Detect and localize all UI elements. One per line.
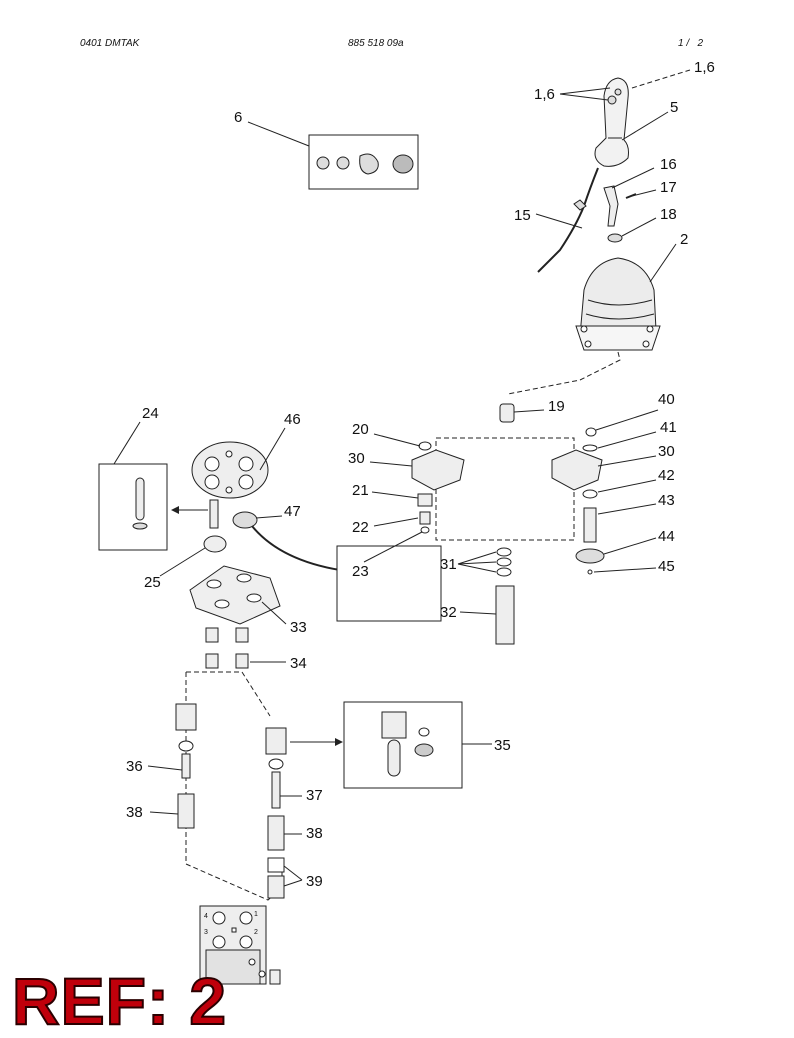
callout-19: 19 [548,398,565,415]
doc-code: 0401 DMTAK [80,38,140,49]
leader-lines [113,87,677,887]
ref-label: REF: 2 [11,964,228,1038]
callout-21: 21 [352,482,369,499]
callout-23: 23 [352,563,369,580]
ring-20 [418,441,432,451]
callout-44: 44 [658,528,675,545]
callout-35: 35 [494,737,511,754]
assembly-frame [435,437,575,541]
callout-5: 5 [670,99,678,116]
callout-6: 6 [234,109,242,126]
callout-39: 39 [306,873,323,890]
callout-36: 36 [126,758,143,775]
port-mark-3: 3 [204,929,208,936]
callout-42: 42 [658,467,675,484]
pin-19 [499,403,515,423]
callout-25: 25 [144,574,161,591]
nut-18 [607,233,623,243]
callout-30-right: 30 [658,443,675,460]
callout-43: 43 [658,492,675,509]
callout-37: 37 [306,787,323,804]
joystick-handle [594,77,629,167]
valve-housing [199,905,281,985]
bushings-34 [205,627,249,669]
bushing-25 [203,535,227,553]
callout-2: 2 [680,231,688,248]
seal-47 [232,511,258,529]
spring-22 [419,511,431,525]
callout-20: 20 [352,421,369,438]
port-mark-2: 2 [254,929,258,936]
callout-33: 33 [290,619,307,636]
callout-15: 15 [514,207,531,224]
page-number: 1 / 2 [678,38,704,49]
callout-45: 45 [658,558,675,575]
callout-22: 22 [352,519,369,536]
callout-17: 17 [660,179,677,196]
callout-18: 18 [660,206,677,223]
ball-45 [587,569,593,575]
callout-38-left: 38 [126,804,143,821]
pin-17 [625,193,637,199]
kit-box-24 [98,463,168,551]
callout-34: 34 [290,655,307,672]
callout-32: 32 [440,604,457,621]
callout-31: 31 [440,556,457,573]
plate-30-left [411,449,465,491]
port-mark-1: 1 [254,911,258,918]
port-mark-4: 4 [204,913,208,920]
callout-1-6-b: 1,6 [694,59,715,76]
shaft-32 [495,585,515,645]
plate-46 [191,441,269,499]
plate-33 [189,565,281,625]
callout-30-left: 30 [348,450,365,467]
callout-40: 40 [658,391,675,408]
rubber-boot-2 [575,257,661,351]
callout-38-right: 38 [306,825,323,842]
pin-under-plate [209,499,219,529]
part-21 [417,493,433,507]
callout-41: 41 [660,419,677,436]
callout-47: 47 [284,503,301,520]
valve-cartridge-37 [265,727,287,899]
kit-box-23 [336,545,442,622]
plate-30-right [551,449,603,491]
part-number: 885 518 09a [348,38,404,49]
callout-16: 16 [660,156,677,173]
valve-cartridge-36 [175,703,197,829]
shaft-part-16 [603,185,619,227]
cable-15 [537,167,599,273]
callout-24: 24 [142,405,159,422]
screw-43 [583,507,597,543]
callout-1-6-a: 1,6 [534,86,555,103]
callout-46: 46 [284,411,301,428]
disc-44 [575,548,605,564]
ball-23 [420,526,430,534]
